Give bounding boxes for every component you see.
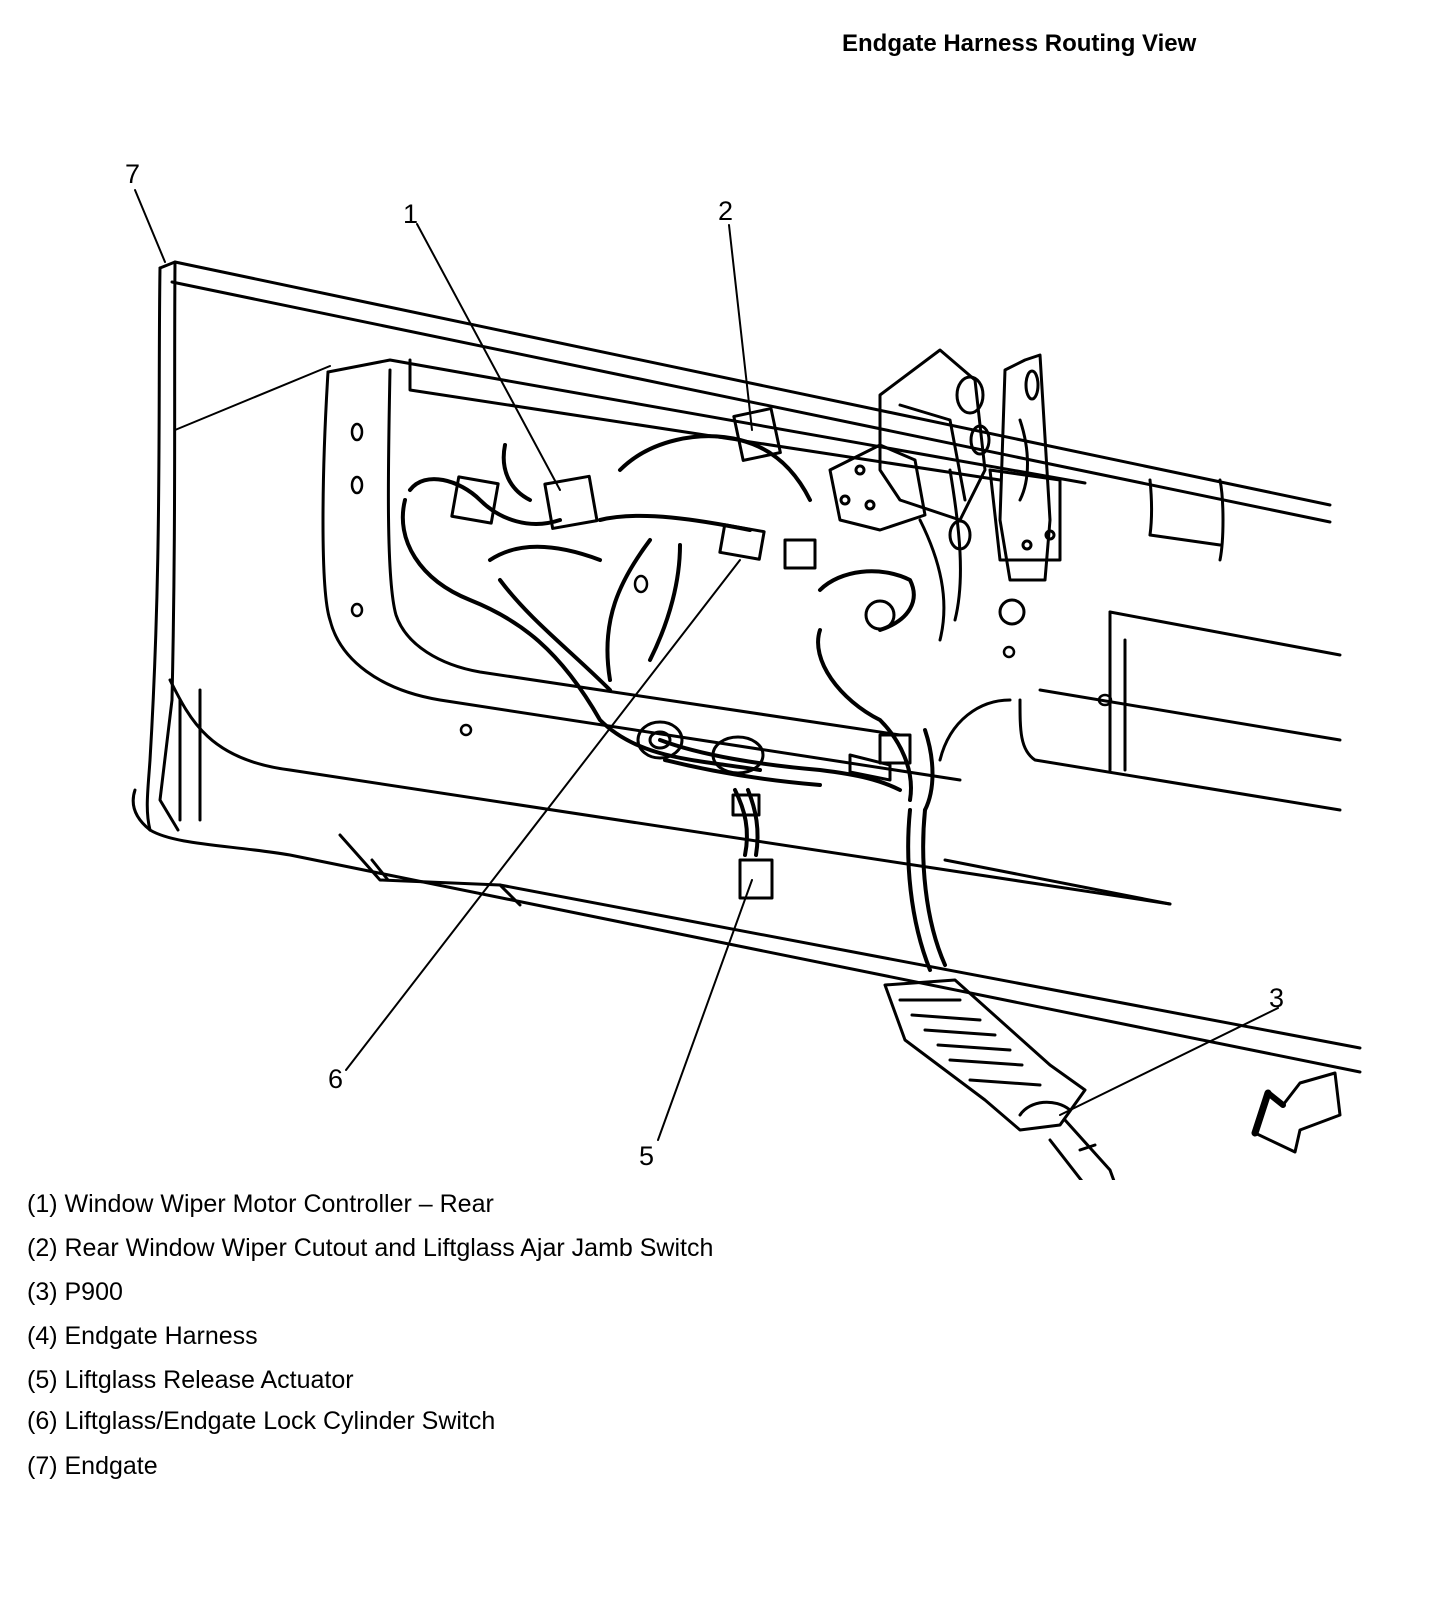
callout-labels: 1 2 3 4 5 6 7	[125, 159, 1284, 1171]
legend-item-7: (7) Endgate	[27, 1452, 158, 1480]
harness-components	[450, 407, 912, 900]
legend-item-3: (3) P900	[27, 1278, 123, 1306]
arrow-left-down-icon	[1251, 1071, 1342, 1154]
harness-wires	[400, 434, 947, 972]
callout-2: 2	[718, 196, 733, 226]
callout-leader-lines	[134, 189, 1279, 1141]
legend-item-1: (1) Window Wiper Motor Controller – Rear	[27, 1190, 494, 1218]
callout-3: 3	[1269, 983, 1284, 1013]
callout-5: 5	[639, 1141, 654, 1171]
callout-7: 7	[125, 159, 140, 189]
callout-6: 6	[328, 1064, 343, 1094]
p900-grommet	[883, 978, 1116, 1180]
legend-item-5: (5) Liftglass Release Actuator	[27, 1366, 354, 1394]
endgate-line-drawing: 1 2 3 4 5 6 7	[125, 159, 1362, 1180]
legend-item-6: (6) Liftglass/Endgate Lock Cylinder Swit…	[27, 1407, 496, 1435]
latch-assembly	[828, 348, 1062, 642]
fastener-holes	[350, 422, 1113, 737]
callout-1: 1	[403, 199, 418, 229]
legend-item-2: (2) Rear Window Wiper Cutout and Liftgla…	[27, 1234, 714, 1262]
diagram-title: Endgate Harness Routing View	[842, 30, 1197, 57]
legend-item-4: (4) Endgate Harness	[27, 1322, 258, 1350]
